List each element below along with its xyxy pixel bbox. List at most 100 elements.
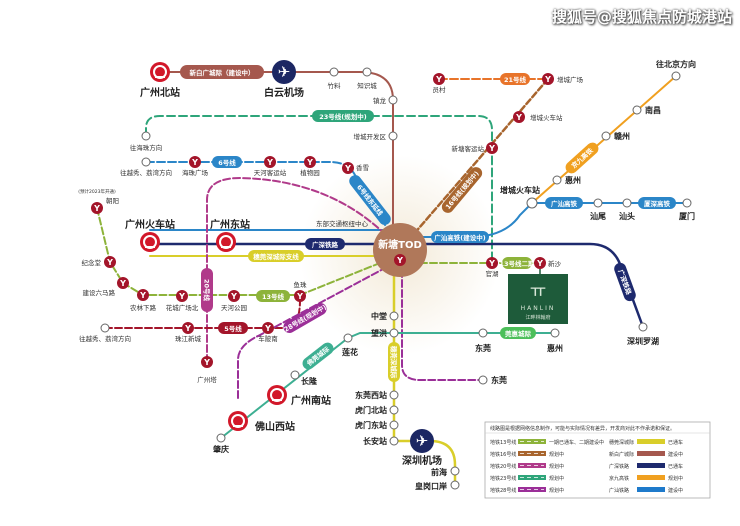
pill-13: 13号线: [262, 292, 285, 301]
station-jinian: 纪念堂: [82, 258, 102, 267]
station-nonglin: 农林下路: [130, 303, 157, 312]
legend-note: 线路图是根据网络信息制作，可能与实际情况有差异，开发商对此不作承诺和保证。: [490, 425, 675, 432]
pill-28: 28号线(规划中): [282, 302, 328, 334]
station-chaoyang: 朝阳: [106, 196, 119, 205]
pill-5: 5号线: [224, 324, 242, 333]
rail-station-icon: [215, 231, 237, 253]
station-to-yuexiu-5: 往越秀、荔湾方向: [79, 334, 131, 343]
legend-status: 已通车: [668, 463, 683, 470]
station-zhaoqing: 肇庆: [212, 444, 229, 454]
station-to-beijing: 往北京方向: [656, 59, 696, 69]
station-dongguan-1: 东莞: [475, 343, 491, 353]
legend-swatch: [637, 451, 665, 456]
legend-swatch: [518, 439, 546, 444]
metro-icon: [394, 254, 406, 266]
station-zc-train-16: 增城火车站: [530, 113, 563, 122]
legend-status: 建设中: [668, 487, 683, 494]
legend-swatch: [518, 487, 546, 492]
station-changlong: 长隆: [301, 376, 318, 386]
hub-label: 东部交通枢纽中心: [316, 219, 369, 228]
pill-6: 6号线: [218, 158, 236, 167]
station-zhiwuyuan: 植物园: [300, 168, 320, 177]
station-huanggang: 皇岗口岸: [415, 481, 447, 491]
station-shanwei: 汕尾: [590, 211, 606, 221]
station-gz-south: 广州南站: [291, 394, 331, 407]
station-to-haizhu: 往海珠方向: [130, 143, 163, 152]
station-tianhe-park: 天河公园: [221, 304, 247, 312]
station-gz-tower: 广州塔: [197, 375, 217, 384]
line-13: [96, 207, 401, 296]
line-foguan: [220, 332, 556, 439]
logo-name: 江畔林翰府: [525, 314, 550, 321]
legend-name: 地铁28号线: [490, 487, 516, 494]
rail-station-icon: [266, 384, 288, 406]
pill-guangshen: 广深铁路: [312, 240, 339, 249]
tod-label: 新塘TOD: [378, 238, 422, 251]
legend-status: 规划中: [549, 487, 564, 494]
xintang-tod-hub[interactable]: 新塘TOD: [373, 223, 427, 277]
watermark: 搜狐号@搜狐焦点防城港站: [551, 8, 732, 26]
station-gz-east: 广州东站: [210, 218, 250, 231]
station-shantou: 汕头: [619, 211, 635, 221]
legend-name: 广汕铁路: [609, 487, 629, 494]
station-sz-airport: 深圳机场: [402, 454, 442, 467]
station-haizhu-sq: 海珠广场: [182, 168, 209, 177]
pill-jingjiu: 京九高铁: [569, 146, 595, 170]
station-xiamen: 厦门: [679, 211, 695, 221]
legend-swatch: [518, 475, 546, 480]
station-humen-e: 虎门东站: [355, 420, 387, 430]
legend-status: 已通车: [668, 439, 683, 446]
legend-swatch: [518, 451, 546, 456]
line-28: [237, 259, 484, 399]
pill-guangshan-2: 广汕高铁: [551, 199, 578, 208]
pill-xinbaiguang: 新白广城际（建设中）: [190, 68, 255, 77]
legend-swatch: [637, 439, 665, 444]
station-markers: [91, 60, 692, 490]
pill-23: 23号线(规划中): [319, 112, 367, 121]
legend-name: 广深铁路: [609, 463, 629, 470]
station-zhuliao: 竹料: [328, 81, 342, 90]
pill-21: 21号线: [504, 75, 527, 84]
legend-swatch: [637, 463, 665, 468]
legend-name: 地铁13号线: [490, 439, 516, 446]
legend-status: 规划中: [549, 475, 564, 482]
pill-20: 20号线: [203, 279, 212, 302]
pill-13-phase2: 13号线二期: [499, 259, 535, 268]
station-tianhe-bus: 天河客运站: [254, 168, 287, 177]
pill-suiguanshen-branch: 穗莞深城际支线: [253, 252, 299, 261]
station-chebei: 车陂南: [258, 334, 278, 343]
station-jianshe: 建设六马路: [83, 288, 116, 297]
legend-status: 规划中: [549, 463, 564, 470]
airplane-icon: [272, 60, 296, 84]
station-zc-dev: 增城开发区: [354, 132, 387, 141]
note-2023: (预计2023年开通): [78, 188, 116, 195]
station-dongguan-2: 东莞: [491, 375, 507, 385]
station-zc-square: 增城广场: [557, 75, 584, 84]
station-foshan-w: 佛山西站: [254, 420, 295, 433]
legend-status: 规划中: [668, 475, 683, 482]
station-zhujiang: 珠江新城: [175, 334, 202, 343]
legend-swatch: [637, 487, 665, 492]
station-qianhai: 前海: [431, 467, 447, 477]
pill-xiashen: 厦深高铁: [644, 199, 671, 208]
pill-guanhui: 莞惠城际: [504, 329, 532, 338]
station-humen-n: 虎门北站: [355, 405, 387, 415]
station-guanhu: 官湖: [486, 269, 500, 278]
logo-mark-icon: ㅠ: [530, 281, 547, 302]
station-gz-train: 广州火车站: [125, 218, 175, 231]
station-yuancun: 员村: [433, 85, 447, 94]
station-changan: 长安站: [363, 436, 387, 446]
station-sz-luohu: 深圳罗湖: [627, 336, 659, 346]
project-logo[interactable]: ㅠ HANLIN 江畔林翰府: [508, 269, 568, 324]
rail-station-icon: [139, 231, 161, 253]
legend-status: 建设中: [668, 451, 683, 458]
legend-name: 新白广城际: [609, 451, 634, 458]
pill-guangshan: 广汕高铁(建设中): [434, 233, 485, 242]
station-xintang-bus: 新塘客运站: [452, 144, 485, 153]
station-gz-north: 广州北站: [140, 86, 180, 99]
legend-name: 穗莞深城际: [609, 439, 634, 446]
station-xinsha: 新沙: [548, 259, 562, 268]
station-dg-west: 东莞西站: [355, 390, 387, 400]
